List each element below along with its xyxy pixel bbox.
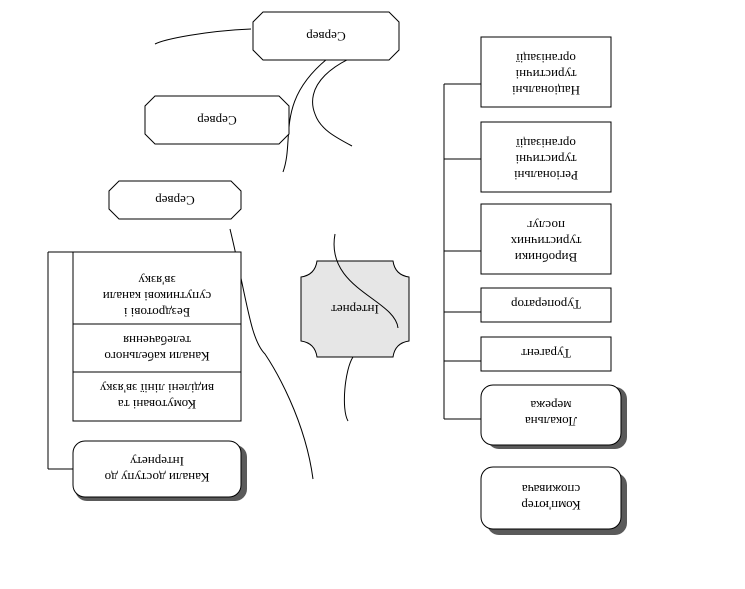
channel-wireless: Бездротові і супутникові канали зв'язку bbox=[103, 273, 212, 320]
internet-node: Інтернет bbox=[300, 260, 410, 358]
channel-switched-label-1: Комутовані та bbox=[118, 397, 196, 412]
access-title-box: Канали доступу до Інтернету bbox=[72, 440, 247, 501]
national-orgs-label-2: туристичні bbox=[515, 67, 576, 82]
local-network-label-1: Локальна bbox=[525, 414, 577, 429]
access-title-label-1: Канали доступу до bbox=[105, 470, 210, 485]
server-node-2: Сервер bbox=[144, 95, 290, 145]
tourism-producers-label-3: послуг bbox=[527, 218, 565, 233]
consumer-pc-label-1: Комп'ютер bbox=[521, 498, 580, 513]
left-bracket-connector bbox=[443, 83, 481, 420]
tourism-producers-label-2: туристичних bbox=[510, 234, 581, 249]
regional-orgs-label-2: туристичні bbox=[515, 152, 576, 167]
national-orgs-label-3: організації bbox=[516, 51, 576, 66]
channel-wireless-label-2: супутникові канали bbox=[103, 289, 212, 304]
channel-cable-label-1: Канали кабельного bbox=[104, 349, 209, 364]
server-node-1: Сервер bbox=[108, 180, 242, 220]
server-1-label: Сервер bbox=[155, 193, 194, 208]
access-title-label-2: Інтернету bbox=[130, 454, 184, 469]
channel-switched-label-2: виділені лінії зв'язку bbox=[99, 381, 214, 396]
tour-operator-label: Туроператор bbox=[511, 297, 581, 312]
channel-cable: Канали кабельного телебачення bbox=[104, 333, 209, 364]
server-3-label: Сервер bbox=[306, 29, 345, 44]
consumer-pc-box: Комп'ютер споживача bbox=[480, 466, 627, 535]
local-network-box: Локальна мережа bbox=[480, 384, 627, 449]
tour-operator-box: Туроператор bbox=[480, 287, 612, 323]
server-node-3: Сервер bbox=[252, 11, 400, 61]
channel-switched: Комутовані та виділені лінії зв'язку bbox=[99, 381, 214, 412]
internet-label: Інтернет bbox=[331, 302, 379, 317]
right-bracket-connector bbox=[47, 251, 73, 470]
regional-orgs-box: Регіональні туристичні організації bbox=[480, 121, 612, 193]
tourism-producers-label-1: Виробники bbox=[515, 250, 577, 265]
local-network-label-2: мережа bbox=[530, 398, 571, 413]
tourism-producers-box: Виробники туристичних послуг bbox=[480, 203, 612, 275]
consumer-pc-label-2: споживача bbox=[522, 482, 581, 497]
channel-wireless-label-1: Бездротові і bbox=[123, 305, 190, 320]
channels-table bbox=[72, 251, 242, 422]
travel-agent-box: Турагент bbox=[480, 336, 612, 372]
channel-wireless-label-3: зв'язку bbox=[138, 273, 176, 288]
regional-orgs-label-3: організації bbox=[516, 136, 576, 151]
national-orgs-label-1: Національні bbox=[512, 83, 580, 98]
regional-orgs-label-1: Регіональні bbox=[514, 168, 578, 183]
channel-cable-label-2: телебачення bbox=[123, 333, 191, 348]
travel-agent-label: Турагент bbox=[521, 346, 571, 361]
server-2-label: Сервер bbox=[197, 113, 236, 128]
national-orgs-box: Національні туристичні організації bbox=[480, 36, 612, 108]
